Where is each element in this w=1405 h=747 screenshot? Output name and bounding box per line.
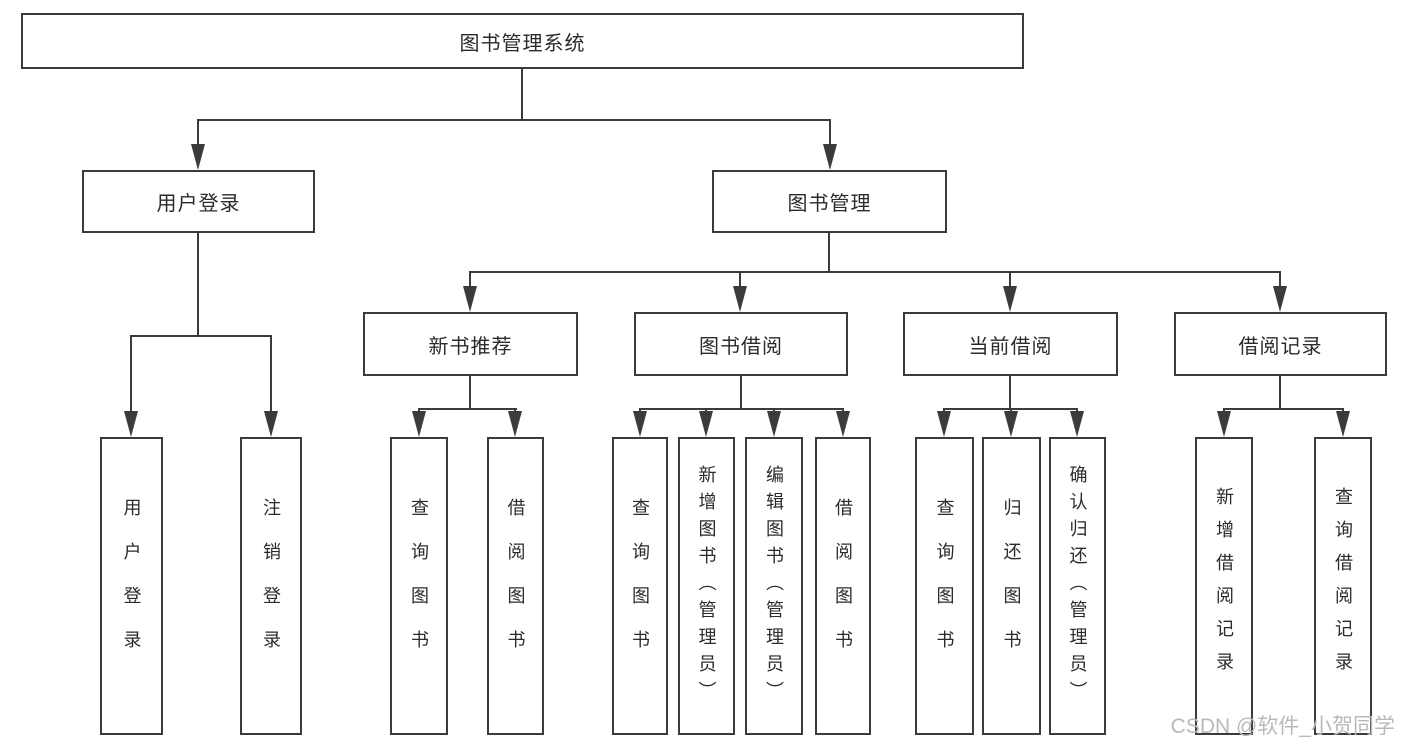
leaf-query-book-recommend: 查询图书 (390, 437, 448, 735)
connector-book-management-stem (828, 233, 830, 273)
arrowhead-leaf-borrow-book-recommend (508, 411, 522, 437)
arrowhead-current-borrow (1003, 286, 1017, 312)
connector-book-borrow-branch (639, 408, 844, 410)
leaf-user-login: 用户登录 (100, 437, 163, 735)
arrowhead-book-borrow (733, 286, 747, 312)
leaf-logout: 注销登录 (240, 437, 302, 735)
node-book-borrow: 图书借阅 (634, 312, 848, 376)
connector-drop (1279, 271, 1281, 290)
connector-level2-branch (197, 119, 831, 121)
node-root: 图书管理系统 (21, 13, 1024, 69)
arrowhead-leaf-edit-book-admin (767, 411, 781, 437)
arrowhead-leaf-borrow-book (836, 411, 850, 437)
arrowhead-leaf-confirm-return-admin (1070, 411, 1084, 437)
arrowhead-borrow-record (1273, 286, 1287, 312)
connector-new-book-branch (418, 408, 517, 410)
connector-borrow-record-branch (1223, 408, 1343, 410)
connector-level3-branch (469, 271, 1281, 273)
connector-drop (469, 271, 471, 290)
arrowhead-book-management (823, 144, 837, 170)
leaf-query-borrow-record: 查询借阅记录 (1314, 437, 1372, 735)
connector-new-book-stem (469, 376, 471, 410)
node-current-borrow: 当前借阅 (903, 312, 1118, 376)
connector-drop (1009, 271, 1011, 290)
leaf-query-book-borrow: 查询图书 (612, 437, 668, 735)
watermark: CSDN @软件_小贺同学 (1170, 715, 1395, 738)
leaf-return-book: 归还图书 (982, 437, 1041, 735)
connector-drop (197, 119, 199, 148)
node-user-login: 用户登录 (82, 170, 315, 233)
connector-current-borrow-stem (1009, 376, 1011, 410)
arrowhead-leaf-add-book-admin (699, 411, 713, 437)
connector-book-borrow-stem (740, 376, 742, 410)
arrowhead-leaf-user-login (124, 411, 138, 437)
leaf-query-book-current: 查询图书 (915, 437, 974, 735)
node-borrow-record: 借阅记录 (1174, 312, 1387, 376)
connector-drop (270, 335, 272, 415)
leaf-confirm-return-admin: 确认归还（管理员） (1049, 437, 1106, 735)
leaf-add-borrow-record: 新增借阅记录 (1195, 437, 1253, 735)
connector-user-login-stem (197, 233, 199, 337)
arrowhead-leaf-query-book-borrow (633, 411, 647, 437)
arrowhead-leaf-query-book-recommend (412, 411, 426, 437)
arrowhead-user-login (191, 144, 205, 170)
leaf-borrow-book: 借阅图书 (815, 437, 871, 735)
leaf-edit-book-admin: 编辑图书（管理员） (745, 437, 803, 735)
leaf-add-book-admin: 新增图书（管理员） (678, 437, 735, 735)
arrowhead-leaf-query-book-current (937, 411, 951, 437)
arrowhead-leaf-logout (264, 411, 278, 437)
leaf-borrow-book-recommend: 借阅图书 (487, 437, 544, 735)
connector-drop (829, 119, 831, 148)
connector-drop (739, 271, 741, 290)
connector-root-stem (521, 68, 523, 120)
connector-user-login-branch (130, 335, 272, 337)
arrowhead-leaf-add-borrow-record (1217, 411, 1231, 437)
node-book-management: 图书管理 (712, 170, 947, 233)
arrowhead-new-book-recommend (463, 286, 477, 312)
connector-drop (130, 335, 132, 415)
arrowhead-leaf-return-book (1004, 411, 1018, 437)
connector-borrow-record-stem (1279, 376, 1281, 410)
node-new-book-recommend: 新书推荐 (363, 312, 578, 376)
arrowhead-leaf-query-borrow-record (1336, 411, 1350, 437)
